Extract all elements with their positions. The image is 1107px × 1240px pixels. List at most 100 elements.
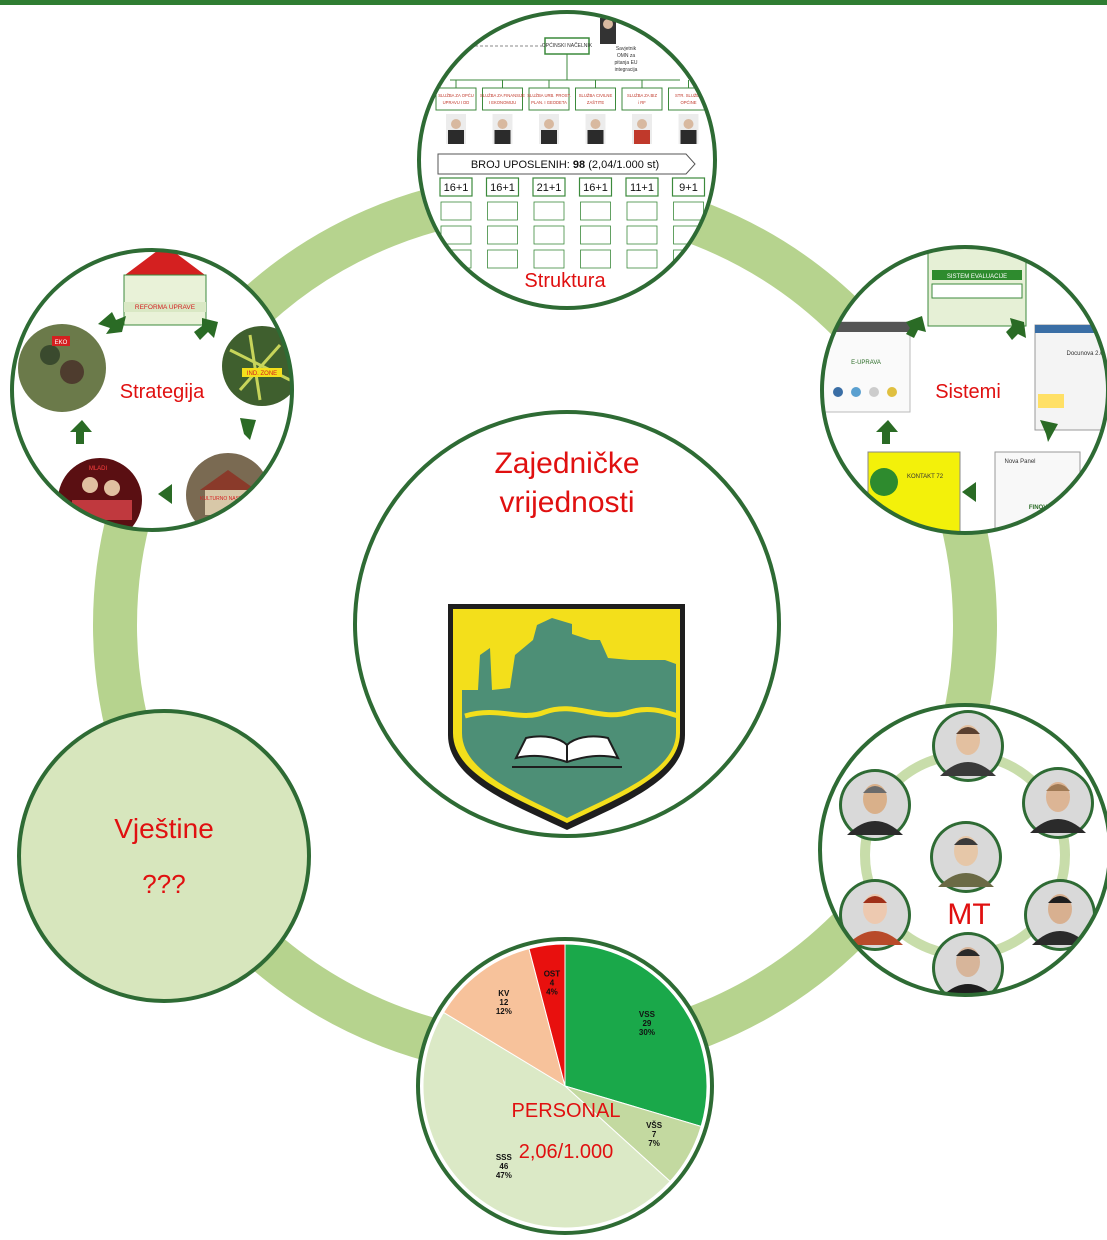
sistemi-border [820, 245, 1107, 535]
svg-text:SISTEM EVALUACIJE: SISTEM EVALUACIJE [947, 274, 1007, 280]
mt-member-photo [1024, 879, 1096, 951]
svg-text:IND. ZONE: IND. ZONE [247, 371, 277, 377]
strategija-border [10, 248, 294, 532]
coat-of-arms-emblem [448, 604, 685, 830]
org-department-label: PLAN. I GEODETA [531, 100, 567, 105]
systems-cycle-arrows [876, 316, 1058, 502]
pie-slice-vss [564, 943, 708, 1128]
pie-label-sss: 46 [499, 1162, 508, 1171]
strategy-cycle-arrows [70, 312, 256, 504]
svg-text:FINOVA: FINOVA [1029, 505, 1052, 511]
industrial-zone-map-photo: IND. ZONE [222, 326, 292, 406]
center-node-values: Zajedničke vrijednosti [353, 410, 781, 838]
org-count-box [625, 177, 659, 197]
org-department-label: STR. SLUŽBA [675, 93, 702, 98]
mt-member-photo [930, 821, 1002, 893]
org-count-box [485, 177, 520, 197]
svg-text:OMN za: OMN za [617, 53, 636, 59]
svg-text:E-UPRAVA: E-UPRAVA [851, 360, 881, 366]
org-count-label: 16+1 [490, 182, 515, 194]
node-struktura: OPĆINSKI NAČELNIK Savjetnik OMN za pitan… [417, 10, 717, 310]
svg-text:BROJ UPOSLENIH: 98: BROJ UPOSLENIH: 98 (2,04/1.000 st) [471, 159, 659, 171]
org-header-text: OPĆINSKI NAČELNIK [542, 42, 593, 49]
org-unit-box [487, 249, 518, 269]
personal-border [416, 937, 714, 1235]
svg-text:EKO: EKO [55, 340, 68, 346]
node-vjestine: Vještine ??? [17, 709, 311, 1003]
node-mt: MT [818, 703, 1107, 997]
pie-label-ost: OST [544, 970, 561, 979]
org-department-box [482, 87, 523, 111]
org-unit-box [533, 201, 565, 221]
mt-member-photo [932, 932, 1004, 995]
center-title-line1: Zajedničke [494, 447, 639, 480]
pie-label-kv: KV [498, 989, 510, 998]
strategija-label: Strategija [120, 381, 205, 403]
vjestine-circle [17, 709, 311, 1003]
org-department-box [435, 87, 477, 111]
org-count-label: 9+1 [679, 182, 698, 194]
mt-member-photo [839, 769, 911, 841]
pie-slice-sss [422, 1011, 671, 1229]
pie-label-ost: 4% [546, 988, 558, 997]
org-count-box [578, 177, 613, 197]
org-unit-box [626, 225, 658, 245]
mt-border [818, 703, 1107, 997]
org-unit-box [440, 201, 472, 221]
org-unit-box [580, 201, 611, 221]
svg-text:pitanja EU: pitanja EU [614, 60, 637, 66]
pie-label-vss: 29 [642, 1019, 651, 1028]
org-department-label: ZAŠTITE [587, 100, 604, 105]
node-strategija: REFORMA UPRAVE EKO IND. ZONE MLADI [10, 248, 294, 532]
pie-label-sss: SSS [496, 1153, 513, 1162]
pie-label-ost: 4 [550, 979, 555, 988]
staff-count-arrow [437, 153, 696, 175]
org-count-label: 16+1 [444, 182, 469, 194]
vjestine-question: ??? [142, 869, 185, 899]
pie-slice-kv [442, 948, 566, 1088]
evaluation-system-screenshot: SISTEM EVALUACIJE [927, 247, 1027, 327]
top-accent-bar [0, 0, 1107, 5]
struktura-border [417, 10, 717, 310]
org-count-box [671, 177, 706, 197]
struktura-label: Struktura [524, 270, 606, 292]
docunova-screenshot: Docunova 2.0 [1034, 324, 1107, 431]
personal-title: PERSONAL [512, 1100, 621, 1122]
svg-text:Savjetnik: Savjetnik [616, 46, 637, 52]
sistemi-label: Sistemi [935, 381, 1001, 403]
org-department-label: SLUŽBA ZA FINANSIJE [480, 93, 525, 98]
pie-slice-ost [528, 943, 566, 1087]
pie-label-kv: 12 [499, 998, 508, 1007]
org-unit-box [673, 201, 704, 221]
org-department-label: OPĆINE [680, 100, 696, 105]
org-unit-box [580, 249, 611, 269]
org-unit-box [626, 249, 658, 269]
center-title-line2: vrijednosti [499, 486, 634, 519]
org-unit-box [626, 201, 658, 221]
org-count-label: 11+1 [630, 182, 654, 194]
mt-member-photo [932, 710, 1004, 782]
org-department-label: SLUŽBA ZA BIZ [627, 93, 657, 98]
node-sistemi: SISTEM EVALUACIJE Docunova 2.0 Nova Pane… [820, 245, 1107, 535]
org-department-label: i RF [638, 100, 646, 105]
org-department-box [621, 87, 663, 111]
pie-label-vss: 30% [639, 1028, 655, 1037]
org-count-label: 16+1 [583, 182, 608, 194]
svg-text:integracija: integracija [615, 67, 638, 73]
org-department-label: SLUŽBA CIVILNE [579, 93, 613, 98]
svg-text:Nova Panel: Nova Panel [1004, 459, 1035, 465]
org-department-label: SLUŽBA ZA OPĆU [438, 93, 474, 98]
org-department-box [575, 87, 616, 111]
pie-label-všs: 7 [652, 1130, 657, 1139]
pie-label-vss: VSS [639, 1010, 656, 1019]
eko-photo: EKO [18, 324, 106, 412]
svg-text:KONTAKT 72: KONTAKT 72 [907, 474, 944, 480]
org-count-box [439, 177, 473, 197]
pie-label-všs: 7% [648, 1139, 660, 1148]
cultural-heritage-photo: KULTURNO NASLIJEĐE [186, 453, 270, 530]
pie-label-kv: 12% [496, 1007, 512, 1016]
mt-label: MT [947, 898, 990, 931]
